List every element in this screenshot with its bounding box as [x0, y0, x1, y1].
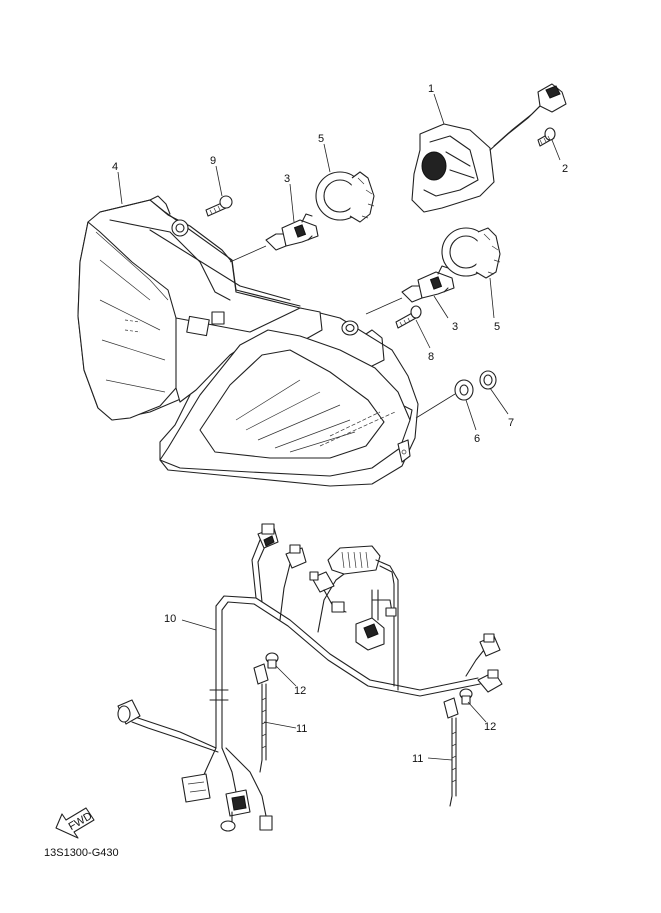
callout-6: 6: [474, 433, 480, 445]
callout-leaders: [117, 93, 561, 761]
callout-10: 10: [164, 613, 176, 625]
screw-9[interactable]: [205, 195, 233, 217]
callout-1: 1: [428, 83, 434, 95]
callout-8: 8: [428, 351, 434, 363]
callout-5-upper: 5: [318, 133, 324, 145]
callout-11-left: 11: [296, 723, 307, 735]
callout-12-right: 12: [484, 721, 496, 733]
callout-4: 4: [112, 161, 118, 173]
headlight-bulb-upper[interactable]: [229, 213, 319, 263]
wire-harness[interactable]: [117, 523, 503, 832]
bulb-cover-upper[interactable]: [315, 171, 375, 223]
cable-tie-left[interactable]: [253, 663, 269, 773]
callout-5-lower: 5: [494, 321, 500, 333]
fwd-label: FWD: [67, 810, 95, 833]
callout-2: 2: [562, 163, 568, 175]
screw-12-right[interactable]: [459, 688, 473, 705]
screw-2[interactable]: [537, 127, 556, 147]
fwd-arrow-icon: FWD: [55, 807, 95, 839]
callout-11-right: 11: [412, 753, 423, 765]
cable-tie-right[interactable]: [443, 697, 459, 807]
callout-3-upper: 3: [284, 173, 290, 185]
screw-12-left[interactable]: [265, 652, 279, 669]
callout-9: 9: [210, 155, 216, 167]
grommet-6[interactable]: [415, 379, 474, 419]
callout-labels: 1 2 3 3 4 5 5 6 7 8 9 10 11 11 12 12: [112, 83, 568, 765]
diagram-code: 13S1300-G430: [44, 847, 119, 859]
headlight-bracket[interactable]: [411, 83, 567, 213]
collar-7[interactable]: [479, 370, 497, 390]
headlight-bulb-lower[interactable]: [365, 265, 455, 315]
callout-12-left: 12: [294, 685, 306, 697]
bulb-cover-lower[interactable]: [441, 227, 501, 279]
headlight-assembly[interactable]: [77, 195, 419, 487]
callout-7: 7: [508, 417, 514, 429]
callout-3-lower: 3: [452, 321, 458, 333]
screw-8[interactable]: [395, 305, 422, 329]
